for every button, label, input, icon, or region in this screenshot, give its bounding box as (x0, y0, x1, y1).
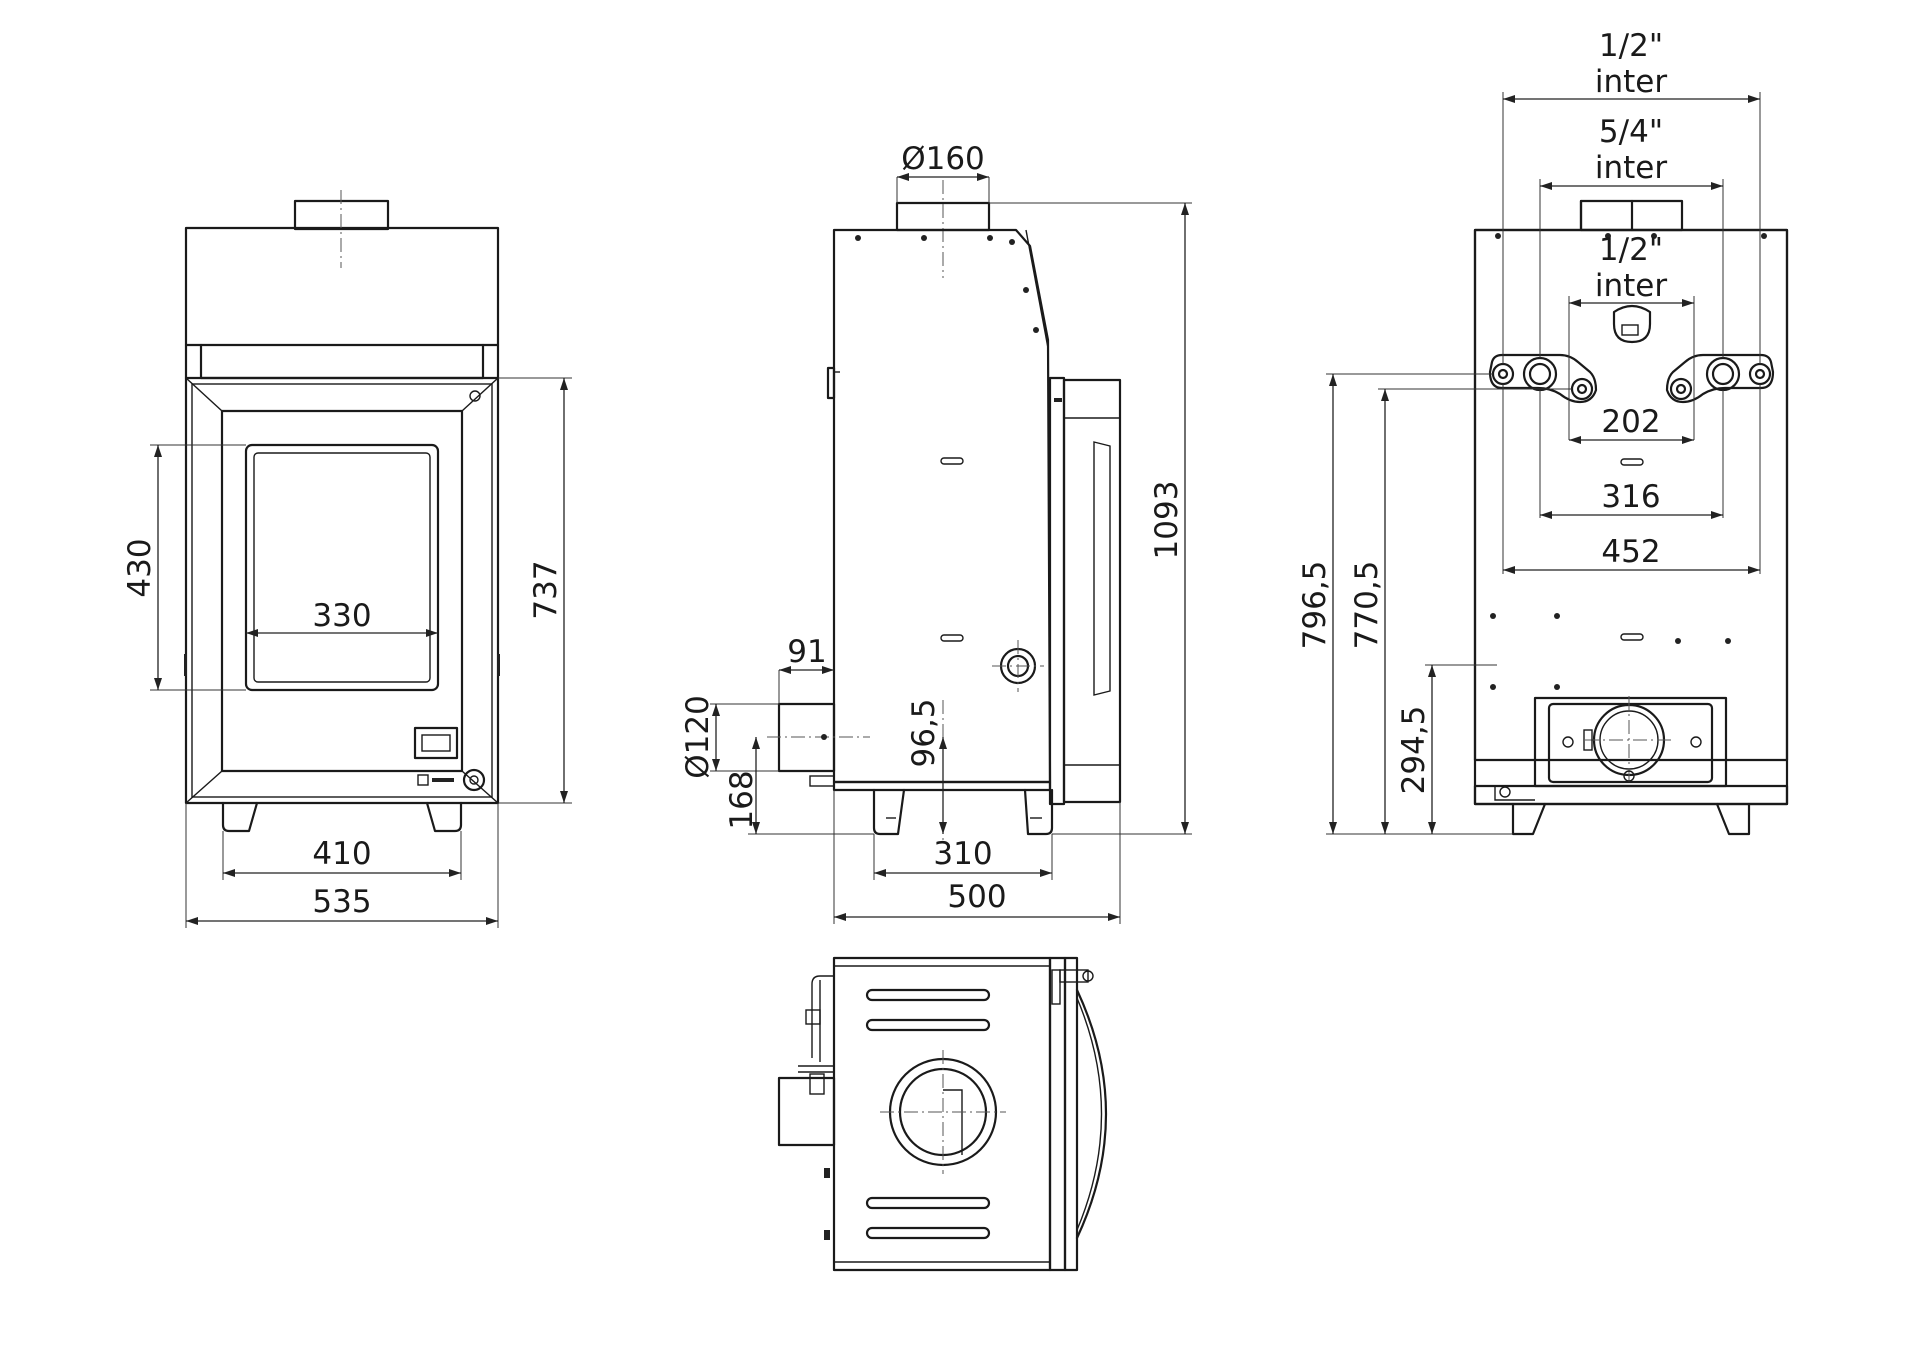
rear-air-inlet (1533, 696, 1728, 788)
label-air-offset: 91 (787, 634, 826, 670)
front-view: 430 330 737 410 535 (122, 190, 572, 928)
label-flue-diameter: Ø160 (901, 141, 985, 177)
dimension-outer-spacing: 452 (1502, 384, 1761, 574)
dimension-air-center-height: 96,5 (906, 698, 947, 834)
dimension-overall-width: 535 (185, 803, 499, 928)
dimension-air-inlet-diameter: Ø120 (680, 695, 779, 779)
rear-view: 1/2" inter 5/4" inter 1/2" inter 202 316 (1297, 28, 1789, 836)
label-window-width: 330 (312, 598, 371, 634)
dimension-feet-span: 310 (873, 834, 1053, 880)
label-outer-fitting-type: inter (1595, 64, 1667, 100)
top-view (777, 956, 1107, 1272)
dimension-outer-fitting: 1/2" inter (1502, 28, 1761, 364)
dimension-air-inlet-height: 168 (724, 737, 874, 835)
dimension-inner-spacing: 202 (1569, 404, 1694, 444)
side-view: Ø160 1093 91 Ø120 168 96,5 (680, 141, 1192, 924)
left-pipe-bracket (1488, 353, 1598, 404)
dimension-middle-spacing: 316 (1539, 390, 1724, 519)
dimension-air-inlet-height-rear: 294,5 (1396, 664, 1497, 834)
label-main-pipe-height: 770,5 (1349, 561, 1385, 650)
label-air-center-height: 96,5 (906, 698, 942, 767)
label-middle-spacing: 316 (1601, 479, 1660, 515)
label-air-inlet-height-rear: 294,5 (1396, 706, 1432, 795)
dimension-overall-height: 1093 (989, 202, 1192, 835)
dimension-window-width: 330 (246, 598, 438, 637)
label-door-height: 430 (122, 538, 158, 597)
label-depth: 500 (947, 879, 1006, 915)
label-feet-width: 410 (312, 836, 371, 872)
label-feet-span: 310 (933, 836, 992, 872)
dimension-inner-fitting: 1/2" inter (1568, 232, 1695, 440)
dimension-body-height: 737 (498, 377, 572, 804)
label-outer-spacing: 452 (1601, 534, 1660, 570)
dimension-door-height: 430 (122, 444, 246, 691)
label-inner-fitting-type: inter (1595, 268, 1667, 304)
label-air-inlet-height: 168 (724, 770, 760, 829)
dimension-air-offset: 91 (778, 634, 834, 704)
dimension-feet-width: 410 (222, 831, 462, 880)
label-outer-pipe-height: 796,5 (1297, 561, 1333, 650)
label-body-height: 737 (528, 560, 564, 619)
label-return-fitting-type: inter (1595, 150, 1667, 186)
label-overall-height: 1093 (1149, 481, 1185, 560)
label-air-inlet-diameter: Ø120 (680, 695, 716, 779)
label-inner-spacing: 202 (1601, 404, 1660, 440)
dimension-return-fitting: 5/4" inter (1539, 114, 1724, 358)
label-overall-width: 535 (312, 884, 371, 920)
dimension-main-pipe-height: 770,5 (1349, 388, 1572, 834)
dimension-depth: 500 (833, 790, 1121, 924)
label-outer-fitting-size: 1/2" (1599, 28, 1663, 64)
right-pipe-bracket (1665, 353, 1775, 404)
label-inner-fitting-size: 1/2" (1599, 232, 1663, 268)
label-return-fitting-size: 5/4" (1599, 114, 1663, 150)
dimension-outer-pipe-height: 796,5 (1297, 373, 1513, 835)
dimension-flue-diameter: Ø160 (896, 141, 990, 203)
